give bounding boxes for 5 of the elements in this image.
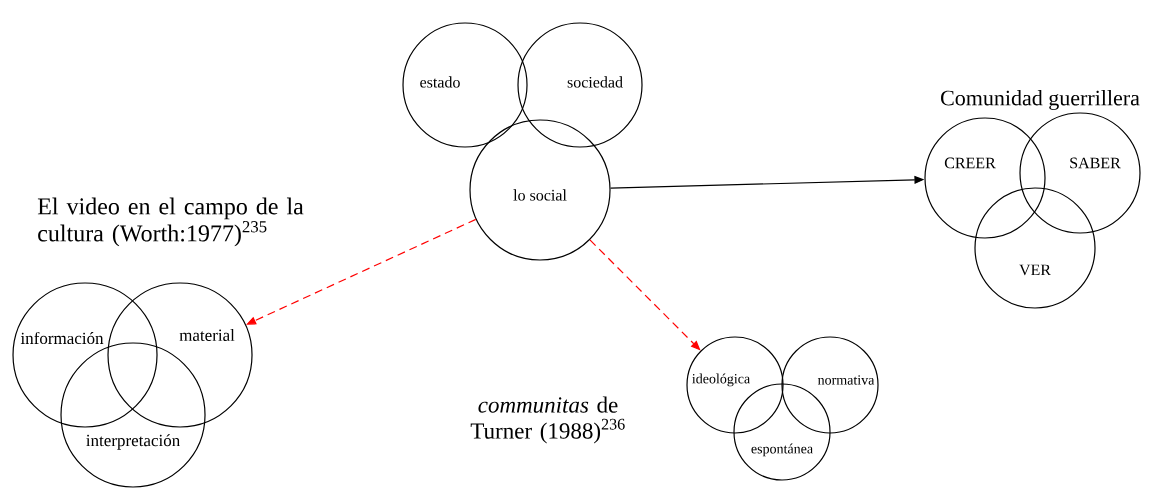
caption-text: communitas de Turner (1988)$^{236}$ <box>470 396 625 444</box>
arrow <box>246 218 477 325</box>
arrow <box>589 239 701 351</box>
caption-text: Comunidad guerrillera <box>941 90 1140 110</box>
caption-text: El video en el campo de la cultura (Worth:1977)$^{235}$ <box>37 197 304 247</box>
